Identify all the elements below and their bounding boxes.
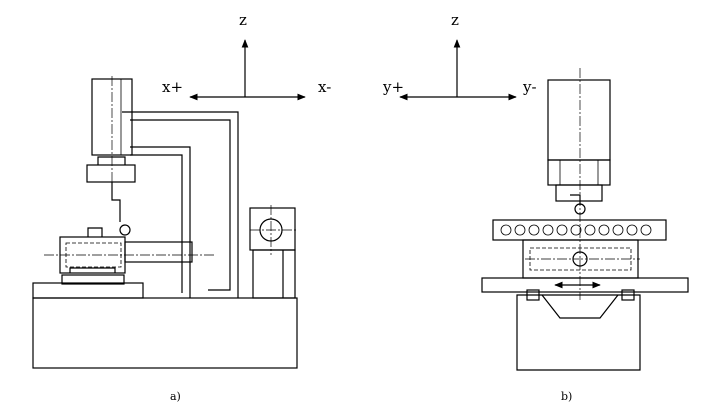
worktable-a [44,227,215,285]
axes-a: z x+ x- [162,11,331,101]
cross-slide-b [522,239,640,279]
long-table-b [481,277,689,293]
spindle-head-b [547,79,611,215]
x-minus-label: x- [318,78,331,96]
y-minus-label: y- [522,78,537,96]
axes-b: z y+ y- [382,11,537,101]
figure-b: z y+ y- [382,11,689,403]
figure-a: z x+ x- [32,11,331,403]
spindle-head-a [86,76,136,236]
z-label-a: z [239,11,247,29]
caption-a: a) [170,390,181,403]
side-motor-a [249,205,296,299]
z-label-b: z [451,11,459,29]
ball-beam [492,219,667,241]
machine-base-a [32,297,298,369]
base-step-a [32,282,144,299]
bed-b [516,289,641,371]
y-plus-label: y+ [382,78,404,96]
x-plus-label: x+ [162,78,183,96]
caption-b: b) [561,390,572,403]
column-a [122,111,239,298]
